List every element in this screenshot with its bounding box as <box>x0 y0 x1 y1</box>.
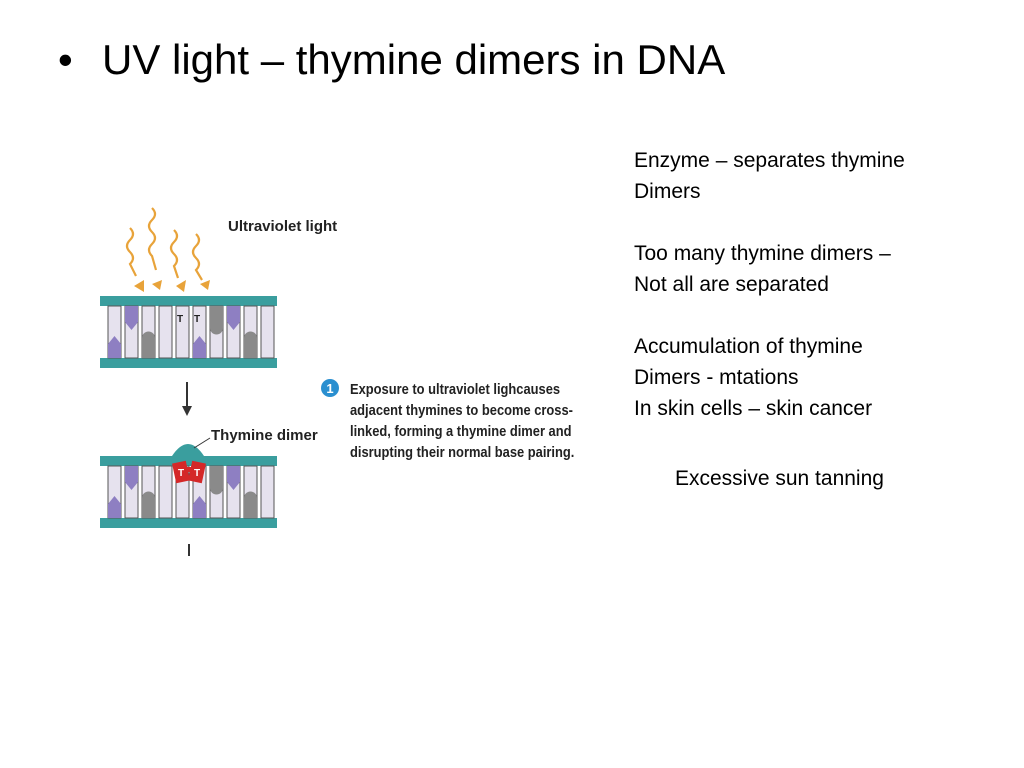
note-line: Dimers - mtations <box>634 366 799 389</box>
dna-diagram: Ultraviolet light <box>100 207 339 556</box>
step-description: Exposure to ultraviolet lighcauses adjac… <box>350 379 618 463</box>
thymine-dimer-label: Thymine dimer <box>211 427 318 444</box>
step-number: 1 <box>326 381 333 396</box>
note-line: Not all are separated <box>634 273 829 296</box>
dimer-leader-line <box>193 437 211 449</box>
dna-segment-dimer: T T Thymine dimer <box>100 427 318 528</box>
uv-light-label: Ultraviolet light <box>228 218 337 235</box>
top-backbone <box>100 296 277 306</box>
note-line: Accumulation of thymine <box>634 335 863 358</box>
dna-damage-figure: Ultraviolet light <box>90 200 620 560</box>
step-line: Exposure to ultraviolet lighcauses <box>350 381 561 398</box>
note-line: Too many thymine dimers – <box>634 242 891 265</box>
notes-panel: Enzyme – separates thymine Dimers Too ma… <box>634 145 1004 455</box>
note-enzyme: Enzyme – separates thymine Dimers <box>634 145 1004 207</box>
note-too-many: Too many thymine dimers – Not all are se… <box>634 238 1004 300</box>
thymine-label-2: T <box>194 314 200 325</box>
note-sun-tanning: Excessive sun tanning <box>675 467 884 490</box>
step-line: linked, forming a thymine dimer and <box>350 423 572 440</box>
kink-bulge <box>172 444 204 456</box>
thymine-label-1: T <box>177 314 183 325</box>
note-line: Enzyme – separates thymine <box>634 149 905 172</box>
title-text: UV light – thymine dimers in DNA <box>102 36 726 83</box>
top-backbone-2 <box>100 456 277 466</box>
down-arrow-icon <box>182 382 192 416</box>
note-line: In skin cells – skin cancer <box>634 397 873 420</box>
slide-title: • UV light – thymine dimers in DNA <box>58 34 725 86</box>
dimer-base-label-1: T <box>178 468 184 479</box>
title-bullet: • <box>58 36 73 83</box>
uv-arrowheads <box>134 280 210 292</box>
bottom-backbone-2 <box>100 518 277 528</box>
note-line: Dimers <box>634 180 701 203</box>
step-line: adjacent thymines to become cross- <box>350 402 573 419</box>
dimer-base-label-2: T <box>194 468 200 479</box>
step-line: disrupting their normal base pairing. <box>350 444 575 461</box>
thymine-dimer-icon: T T <box>172 460 206 484</box>
dna-segment-normal: T T <box>100 296 277 368</box>
bottom-backbone <box>100 358 277 368</box>
note-accumulation: Accumulation of thymine Dimers - mtation… <box>634 331 1004 424</box>
step-number-badge: 1 <box>321 379 339 397</box>
uv-rays-icon <box>125 207 203 281</box>
